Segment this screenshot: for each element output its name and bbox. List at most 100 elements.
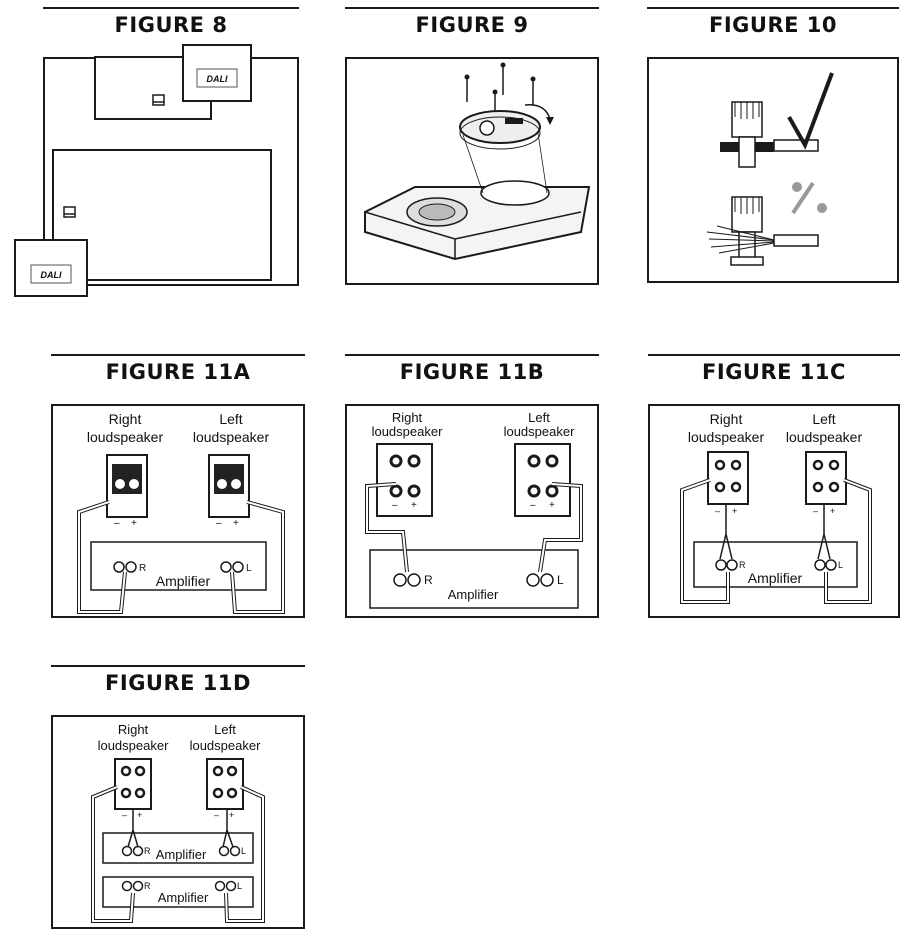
left-speaker-box bbox=[514, 443, 571, 517]
left-speaker-label: loudspeaker bbox=[504, 424, 575, 439]
figure-title: FIGURE 11D bbox=[105, 671, 251, 695]
svg-text:+: + bbox=[229, 810, 234, 820]
tweeter-plate-icon bbox=[459, 110, 541, 144]
svg-text:L: L bbox=[838, 560, 843, 570]
svg-text:+: + bbox=[732, 506, 737, 516]
terminal-minus-icon bbox=[814, 559, 826, 571]
figure-rule bbox=[647, 7, 899, 9]
terminal-minus-icon bbox=[113, 561, 125, 573]
terminal-minus-icon bbox=[393, 573, 407, 587]
terminal-minus-icon bbox=[526, 573, 540, 587]
figure-11c: FIGURE 11C Right loudspeaker Left loudsp… bbox=[648, 354, 900, 618]
terminal-plus-icon bbox=[726, 559, 738, 571]
figure-rule bbox=[51, 354, 305, 356]
right-speaker-label: loudspeaker bbox=[98, 738, 169, 753]
amplifier-label: Amplifier bbox=[448, 587, 499, 602]
figure-rule bbox=[345, 354, 599, 356]
figure-11a: FIGURE 11A Right loudspeaker Left loudsp… bbox=[51, 354, 305, 618]
left-speaker-box bbox=[206, 758, 244, 810]
svg-text:–: – bbox=[216, 518, 222, 529]
left-speaker-label: loudspeaker bbox=[190, 738, 261, 753]
figure-11b: FIGURE 11B Right loudspeaker Left loudsp… bbox=[345, 354, 599, 618]
lower-switch-icon bbox=[63, 206, 76, 218]
terminal-plus-icon bbox=[407, 573, 421, 587]
figure-9: FIGURE 9 bbox=[345, 7, 599, 285]
left-speaker-label: Left bbox=[812, 411, 835, 427]
svg-text:+: + bbox=[233, 518, 239, 529]
right-speaker-box bbox=[376, 443, 433, 517]
figure-10: FIGURE 10 bbox=[647, 7, 899, 283]
figure-11d: FIGURE 11D Right loudspeaker Left loudsp… bbox=[51, 665, 305, 931]
rotate-arrow-icon bbox=[524, 104, 551, 120]
right-speaker-label: Right bbox=[710, 411, 743, 427]
dali-logo-bottom: DALI bbox=[41, 270, 62, 280]
svg-text:–: – bbox=[114, 518, 120, 529]
figure-10-drawing bbox=[706, 72, 834, 266]
figure-11d-drawing: Right loudspeaker Left loudspeaker – + –… bbox=[91, 722, 265, 923]
left-speaker-label: Left bbox=[528, 410, 550, 425]
right-speaker-label: loudspeaker bbox=[87, 429, 164, 445]
svg-text:R: R bbox=[424, 573, 433, 587]
terminal-plus-icon bbox=[125, 561, 137, 573]
right-speaker-label: loudspeaker bbox=[372, 424, 443, 439]
svg-text:–: – bbox=[392, 500, 398, 511]
figure-9-drawing bbox=[364, 62, 591, 261]
svg-text:L: L bbox=[241, 846, 246, 856]
lower-panel bbox=[52, 149, 272, 281]
figure-title: FIGURE 9 bbox=[415, 13, 529, 37]
figure-title: FIGURE 8 bbox=[114, 13, 228, 37]
right-speaker-label: loudspeaker bbox=[688, 429, 765, 445]
svg-text:–: – bbox=[214, 810, 219, 820]
right-speaker-box bbox=[707, 451, 749, 505]
amplifier-label: Amplifier bbox=[156, 573, 211, 589]
figure-title: FIGURE 11C bbox=[702, 360, 846, 384]
right-speaker-label: Right bbox=[118, 722, 149, 737]
svg-text:–: – bbox=[715, 506, 720, 516]
svg-text:+: + bbox=[411, 500, 417, 511]
left-speaker-label: loudspeaker bbox=[786, 429, 863, 445]
svg-text:R: R bbox=[139, 563, 146, 574]
terminal-minus-icon bbox=[220, 561, 232, 573]
svg-text:–: – bbox=[122, 810, 127, 820]
figure-8: FIGURE 8 DALI DALI bbox=[14, 7, 299, 299]
check-icon bbox=[787, 72, 834, 150]
svg-text:L: L bbox=[237, 881, 242, 891]
figure-11b-drawing: Right loudspeaker Left loudspeaker – + –… bbox=[365, 410, 583, 609]
terminal-minus-icon bbox=[715, 559, 727, 571]
figure-rule bbox=[51, 665, 305, 667]
svg-text:+: + bbox=[549, 500, 555, 511]
terminal-plus-icon bbox=[540, 573, 554, 587]
svg-text:+: + bbox=[137, 810, 142, 820]
figure-title: FIGURE 11A bbox=[105, 360, 251, 384]
left-speaker-label: Left bbox=[214, 722, 236, 737]
svg-text:R: R bbox=[144, 846, 151, 856]
amplifier-label: Amplifier bbox=[748, 570, 803, 586]
svg-text:+: + bbox=[830, 506, 835, 516]
right-speaker-label: Right bbox=[109, 411, 142, 427]
terminal-plus-icon bbox=[825, 559, 837, 571]
figure-title: FIGURE 10 bbox=[709, 13, 837, 37]
amplifier-label-2: Amplifier bbox=[158, 890, 209, 905]
figure-title: FIGURE 11B bbox=[399, 360, 545, 384]
svg-text:–: – bbox=[530, 500, 536, 511]
tweeter-cutout bbox=[480, 180, 550, 206]
dali-logo-top: DALI bbox=[207, 74, 228, 84]
figure-11a-drawing: Right loudspeaker Left loudspeaker – + –… bbox=[77, 411, 285, 614]
terminal-correct bbox=[720, 101, 819, 168]
svg-text:L: L bbox=[246, 563, 252, 574]
figure-rule bbox=[345, 7, 599, 9]
not-allowed-icon bbox=[791, 181, 827, 215]
left-speaker-label: Left bbox=[219, 411, 242, 427]
right-speaker-box bbox=[114, 758, 152, 810]
left-speaker-label: loudspeaker bbox=[193, 429, 270, 445]
figure-frame bbox=[647, 57, 899, 283]
terminal-plus-icon bbox=[232, 561, 244, 573]
figure-rule bbox=[43, 7, 299, 9]
figure-11c-drawing: Right loudspeaker Left loudspeaker – + –… bbox=[680, 411, 872, 604]
svg-text:R: R bbox=[739, 560, 746, 570]
svg-text:–: – bbox=[813, 506, 818, 516]
amplifier-label: Amplifier bbox=[156, 847, 207, 862]
svg-text:L: L bbox=[557, 573, 564, 587]
upper-switch-icon bbox=[152, 94, 165, 106]
right-speaker-label: Right bbox=[392, 410, 423, 425]
